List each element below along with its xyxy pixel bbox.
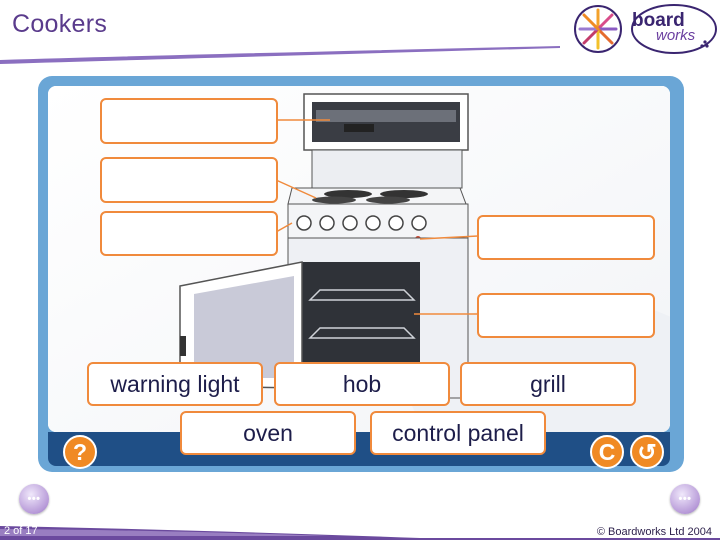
page-number: 2 of 17 <box>4 525 38 537</box>
drop-target-oven[interactable] <box>477 293 655 338</box>
dots-icon: ••• <box>27 493 41 505</box>
label-warning-light[interactable]: warning light <box>87 362 263 406</box>
page-title: Cookers <box>12 10 108 38</box>
label-control-panel[interactable]: control panel <box>370 411 546 455</box>
previous-slide-button[interactable]: ••• <box>19 484 49 514</box>
logo-text-board: board <box>632 10 685 31</box>
reset-icon: ↺ <box>637 438 657 465</box>
drop-target-warning-light[interactable] <box>477 215 655 260</box>
help-button[interactable]: ? <box>63 435 97 469</box>
label-hob[interactable]: hob <box>274 362 450 406</box>
copyright-text: © Boardworks Ltd 2004 <box>596 526 712 538</box>
label-grill[interactable]: grill <box>460 362 636 406</box>
drop-target-grill[interactable] <box>100 98 278 144</box>
dots-icon: ••• <box>678 493 692 505</box>
logo-text-works: works <box>656 27 696 44</box>
title-underline <box>0 46 560 64</box>
clear-button[interactable]: C <box>590 435 624 469</box>
reset-button[interactable]: ↺ <box>630 435 664 469</box>
next-slide-button[interactable]: ••• <box>670 484 700 514</box>
help-icon: ? <box>72 438 88 465</box>
label-oven[interactable]: oven <box>180 411 356 455</box>
drop-target-hob[interactable] <box>100 157 278 203</box>
boardworks-logo <box>574 4 717 54</box>
clear-icon: C <box>598 438 616 465</box>
drop-target-control-panel[interactable] <box>100 211 278 256</box>
activity-toolbar <box>48 432 670 466</box>
footer-swoosh <box>0 526 720 540</box>
activity-canvas: warning light hob grill <box>48 86 670 432</box>
